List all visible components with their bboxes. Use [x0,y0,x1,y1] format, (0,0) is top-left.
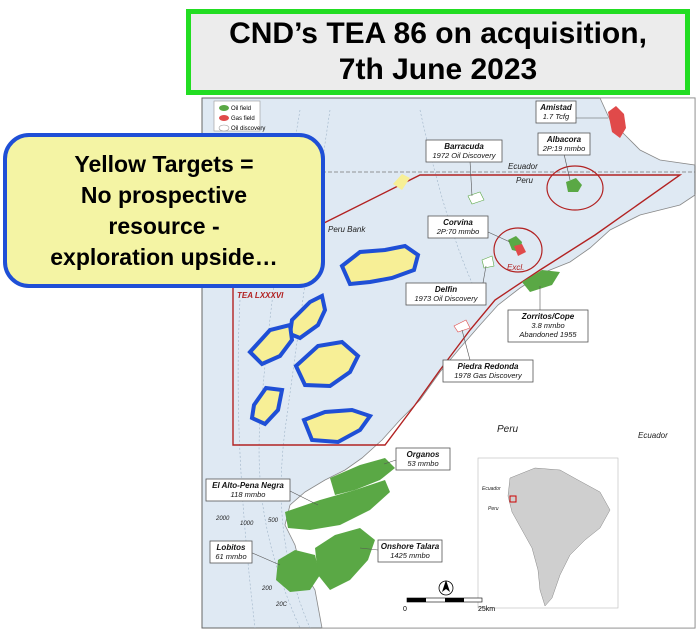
amistad-field [608,106,626,138]
callout-title: Organos [407,450,440,459]
legend-oil-swatch [219,105,229,111]
ecuador-land-label: Ecuador [638,431,668,440]
inset-location-marker [509,495,517,503]
callout-title: Albacora [546,135,582,144]
corvina-excl-block [493,227,543,273]
yellow-target-4 [293,339,361,389]
inset-ecuador-label: Ecuador [482,486,501,492]
bathymetry-contour [237,299,256,629]
callout-amistad: Amistad 1.7 Tcfg [535,100,608,124]
north-arrow-icon [438,580,454,596]
callout-sub: Abandoned 1955 [518,330,577,339]
callout-title: Amistad [539,103,573,112]
note-line-3: resource - [108,212,220,239]
lobitos-field [276,550,320,592]
title-line-1: CND’s TEA 86 on acquisition, [229,17,647,50]
bathy-label: 20C [275,602,288,608]
peru-land-label: Peru [497,424,519,435]
yellow-target-5 [249,385,285,427]
note-box: Yellow Targets = No prospective resource… [3,133,325,288]
scale-bar: 0 25km [403,597,495,613]
title-box: CND’s TEA 86 on acquisition, 7th June 20… [186,9,690,95]
callout-title: Zorritos/Cope [521,312,575,321]
excl-label: Excl. [507,263,524,272]
callout-sub: 3.8 mmbo [531,321,564,330]
yellow-target-1 [339,243,421,287]
onshore-talara-field [315,528,375,590]
legend: Oil field Gas field Oil discovery [213,100,265,132]
callout-organos: Organos 53 mmbo [383,447,451,471]
ecuador-line-label: Ecuador [508,162,538,171]
callout-barracuda: Barracuda 1972 Oil Discovery [425,139,503,197]
callout-zorritos: Zorritos/Cope 3.8 mmbo Abandoned 1955 [507,286,589,343]
callout-lobitos: Lobitos 61 mmbo [209,540,281,566]
zorritos-field [522,270,560,292]
peru-line-label: Peru [516,176,533,185]
small-lead [393,174,410,190]
tea-block-label: TEA LXXXVI [237,291,284,300]
legend-gas-label: Gas field [231,116,255,122]
callout-title: Barracuda [444,142,484,151]
note-line-4: exploration upside… [50,243,278,270]
callout-title: Onshore Talara [381,542,440,551]
yellow-target-3 [247,322,295,367]
callout-sub: 53 mmbo [407,459,438,468]
peru-bank-label: Peru Bank [328,225,366,234]
callout-sub: 1973 Oil Discovery [415,294,479,303]
title-line-2: 7th June 2023 [338,53,538,86]
callout-sub: 61 mmbo [215,552,246,561]
callout-sub: 1978 Gas Discovery [454,371,523,380]
callout-delfin: Delfin 1973 Oil Discovery [405,265,487,306]
callout-title: El Alto-Pena Negra [212,481,284,490]
legend-discovery-label: Oil discovery [231,126,265,132]
piedra-redonda-discovery [453,319,471,333]
bathy-label: 200 [261,586,273,592]
inset-south-america [507,467,611,607]
legend-gas-swatch [219,115,229,121]
callout-albacora: Albacora 2P:19 mmbo [537,132,591,181]
callout-sub: 1425 mmbo [390,551,430,560]
corvina-gas-field [514,244,526,256]
bathy-label: 500 [268,518,279,524]
scale-start-label: 0 [403,606,407,613]
callout-sub: 1972 Oil Discovery [433,151,497,160]
albacora-block [546,165,604,211]
delfin-discovery [481,255,495,269]
yellow-target-6 [301,407,374,445]
callout-title: Lobitos [217,543,246,552]
callout-sub: 2P:19 mmbo [542,144,586,153]
bathy-label: 2000 [215,516,230,522]
note-line-1: Yellow Targets = [74,150,254,177]
legend-discovery-swatch [218,124,230,132]
callout-sub: 118 mmbo [231,490,266,499]
callout-piedra-redonda: Piedra Redonda 1978 Gas Discovery [442,329,534,383]
scale-end-label: 25km [478,606,495,613]
inset-map: Ecuador Peru [477,457,619,609]
organos-field [330,458,395,495]
callout-sub: 2P:70 mmbo [436,227,480,236]
el-alto-field [285,480,390,530]
callout-title: Corvina [443,218,473,227]
yellow-targets [247,243,421,445]
callout-corvina: Corvina 2P:70 mmbo [427,215,511,243]
albacora-field [566,178,582,192]
callout-title: Piedra Redonda [458,362,519,371]
note-line-2: No prospective [80,181,248,208]
legend-oil-label: Oil field [231,106,251,112]
bathy-label: 1000 [240,521,254,527]
callout-onshore-talara: Onshore Talara 1425 mmbo [359,539,443,563]
inset-peru-label: Peru [488,506,499,512]
callout-el-alto: El Alto-Pena Negra 118 mmbo [205,478,319,506]
callout-title: Delfin [435,285,457,294]
callout-sub: 1.7 Tcfg [543,112,570,121]
